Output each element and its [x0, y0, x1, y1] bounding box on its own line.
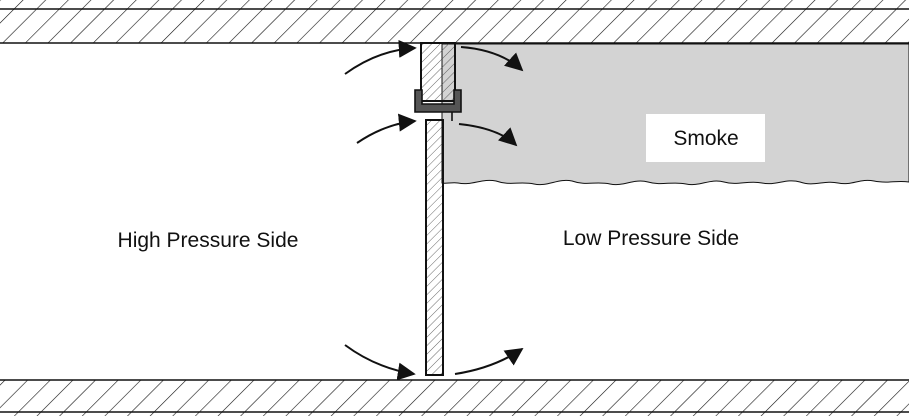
- high-pressure-side-label: High Pressure Side: [118, 229, 299, 252]
- arrow-top-inflow: [344, 39, 417, 75]
- arrow-middle-inflow: [356, 113, 417, 144]
- floor-slab: [0, 379, 909, 416]
- door-frame-head: [420, 42, 456, 102]
- airflow-arrows: [344, 39, 524, 381]
- arrow-bottom-outflow: [454, 347, 524, 375]
- arrow-bottom-inflow: [344, 344, 416, 381]
- door-seal: [414, 89, 462, 113]
- ceiling-slab: [0, 0, 909, 44]
- low-pressure-side-label: Low Pressure Side: [563, 227, 739, 250]
- smoke-label: Smoke: [673, 127, 738, 150]
- smoke-label-box: [646, 114, 765, 162]
- door-leaf: [425, 119, 444, 376]
- arrow-middle-outflow: [458, 123, 518, 147]
- arrow-top-outflow: [460, 46, 524, 72]
